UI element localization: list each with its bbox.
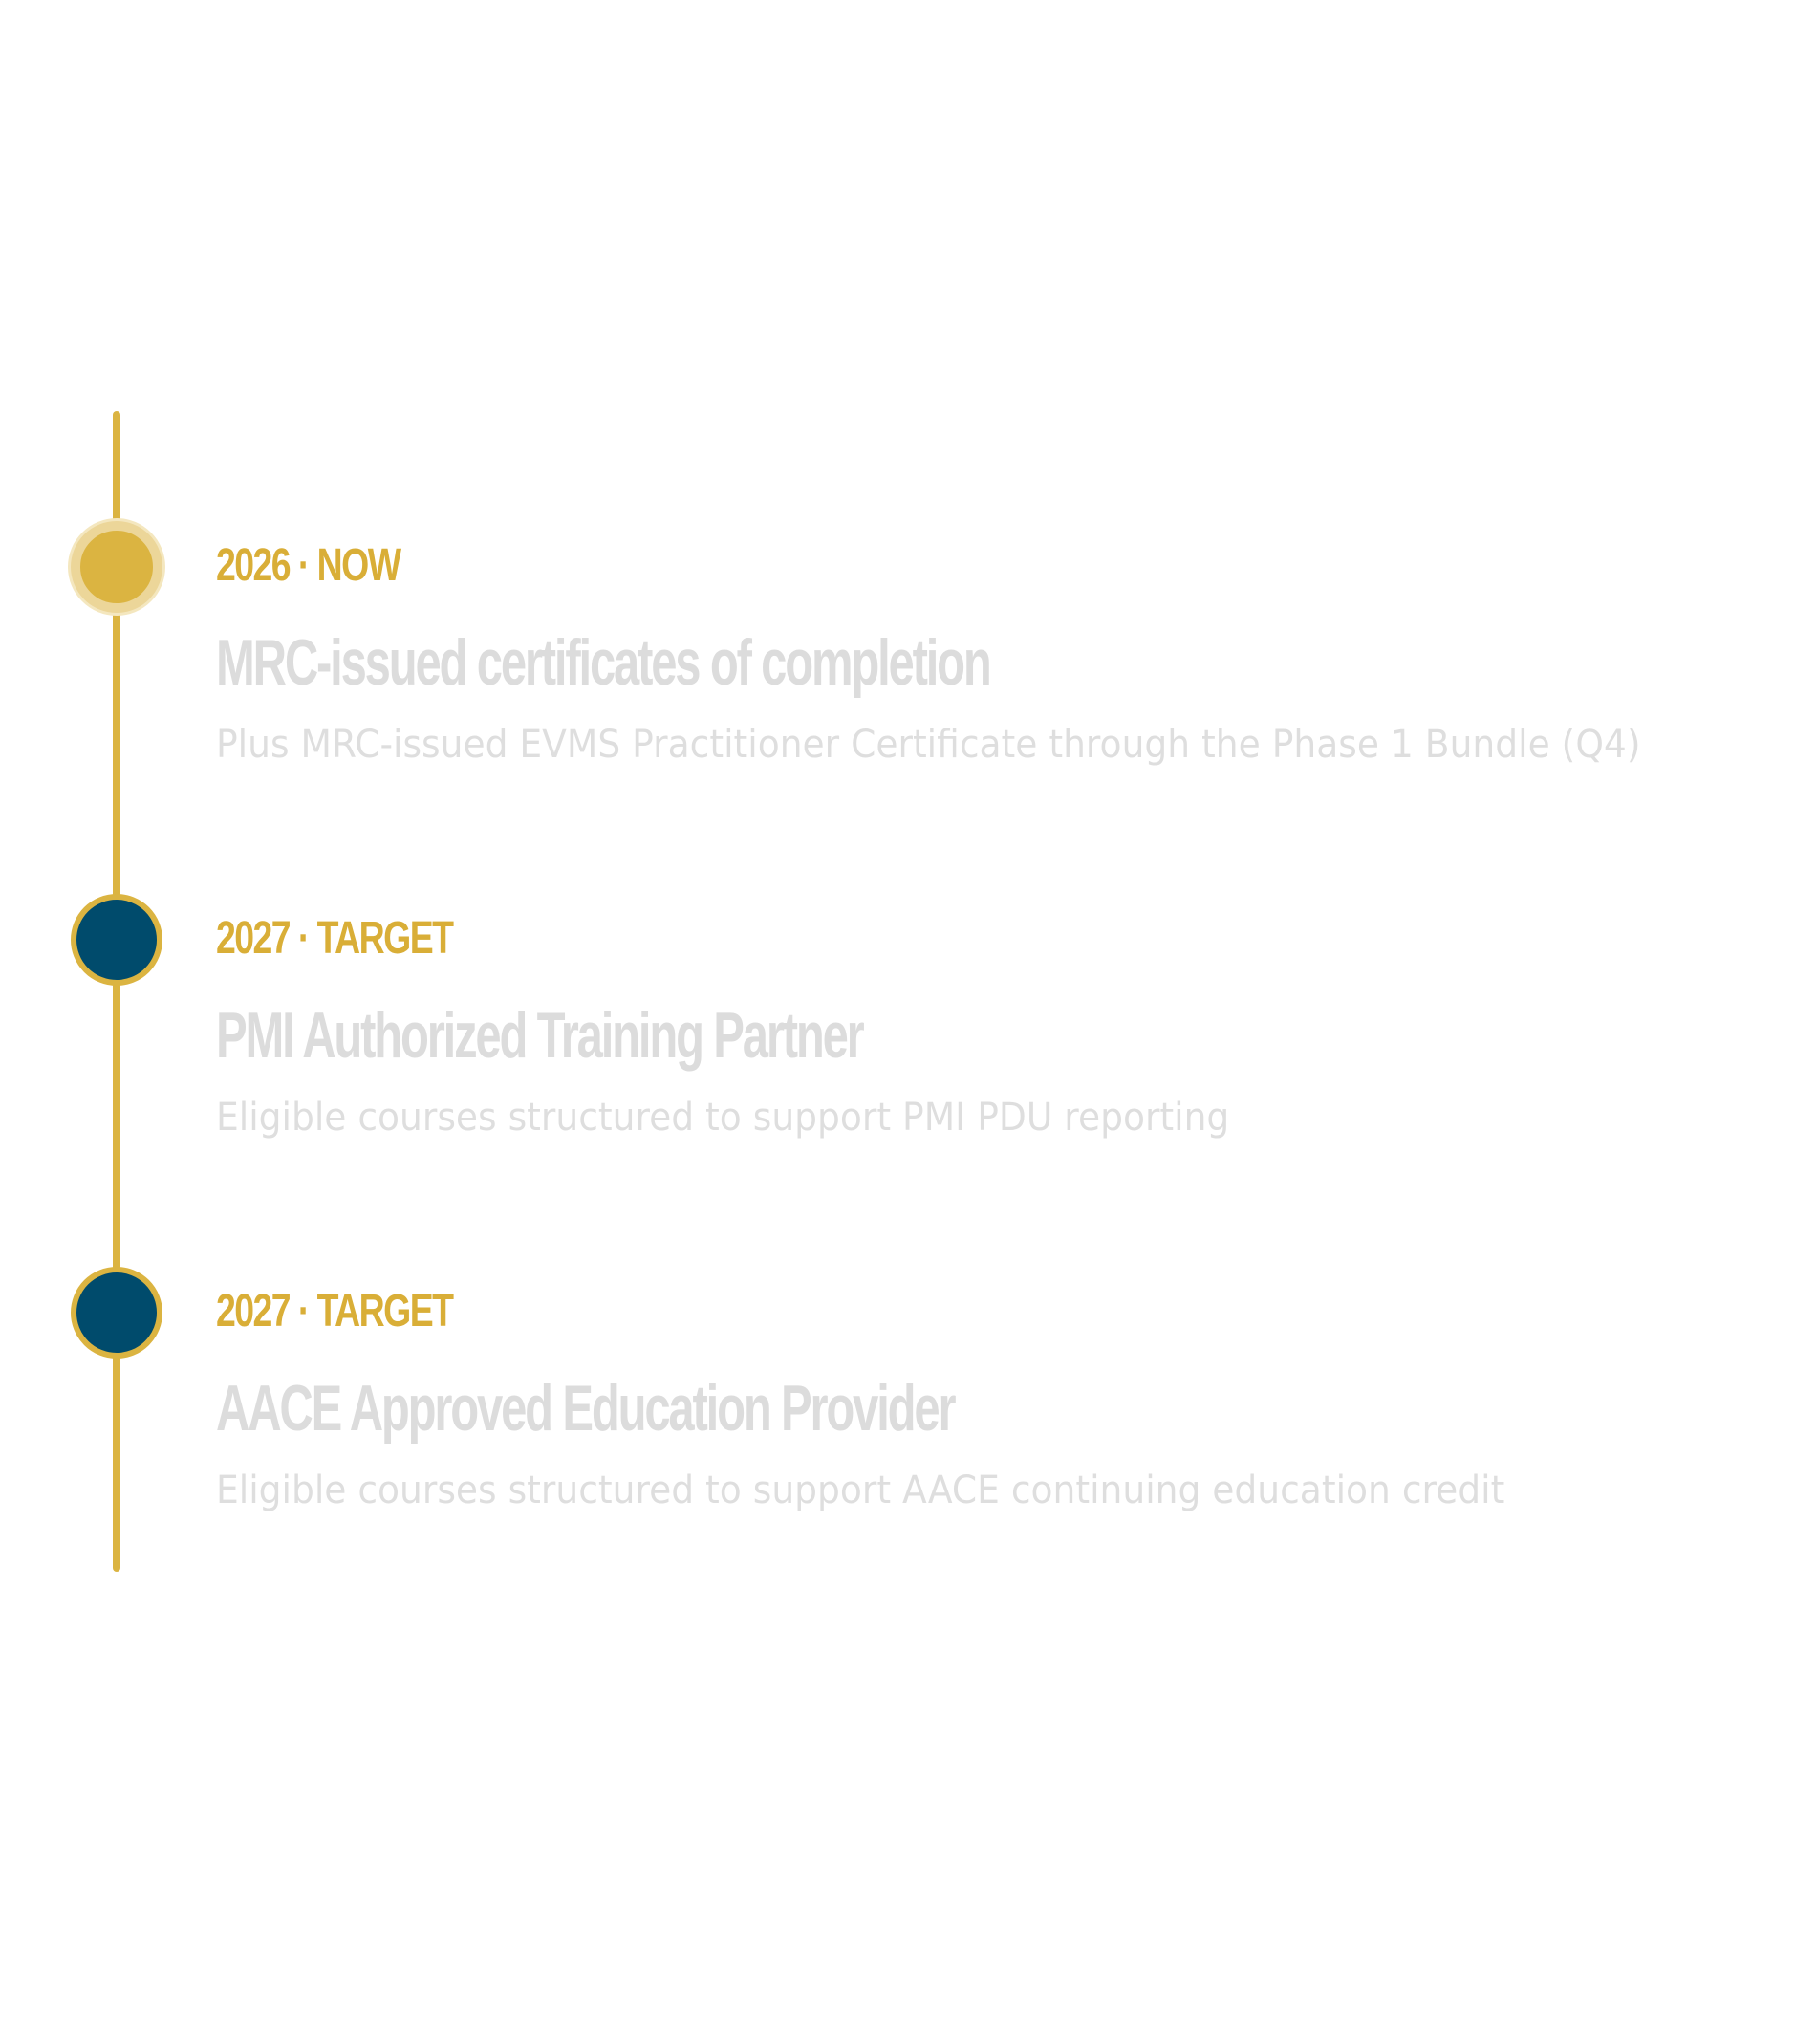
milestone-year: 2026 <box>216 540 292 591</box>
milestone-separator: · <box>297 1286 310 1337</box>
timeline-entry: 2027 · TARGET PMI Authorized Training Pa… <box>0 894 1816 1181</box>
milestone-year: 2027 <box>216 913 292 964</box>
milestone-separator: · <box>297 540 310 591</box>
current-milestone-dot-icon <box>71 521 162 613</box>
milestone-status: NOW <box>316 540 401 591</box>
milestone-date-label: 2026 · NOW <box>216 533 401 599</box>
milestone-description: Plus MRC-issued EVMS Practitioner Certif… <box>216 723 1641 767</box>
milestone-year: 2027 <box>216 1286 292 1337</box>
milestone-date-label: 2027 · TARGET <box>216 905 454 972</box>
timeline-entry: 2027 · TARGET AACE Approved Education Pr… <box>0 1267 1816 1554</box>
milestone-date-label: 2027 · TARGET <box>216 1278 454 1345</box>
milestone-status: TARGET <box>316 1286 454 1337</box>
milestone-description: Eligible courses structured to support A… <box>216 1468 1505 1512</box>
milestone-status: TARGET <box>316 913 454 964</box>
milestone-title: AACE Approved Education Provider <box>216 1372 957 1445</box>
milestone-title: MRC-issued certificates of completion <box>216 626 992 699</box>
milestone-description: Eligible courses structured to support P… <box>216 1096 1230 1140</box>
milestone-separator: · <box>297 913 310 964</box>
milestone-title: PMI Authorized Training Partner <box>216 999 865 1072</box>
timeline-line <box>113 411 120 1572</box>
target-milestone-dot-icon <box>71 894 162 986</box>
timeline-entry: 2026 · NOW MRC-issued certificates of co… <box>0 521 1816 808</box>
target-milestone-dot-icon <box>71 1267 162 1359</box>
